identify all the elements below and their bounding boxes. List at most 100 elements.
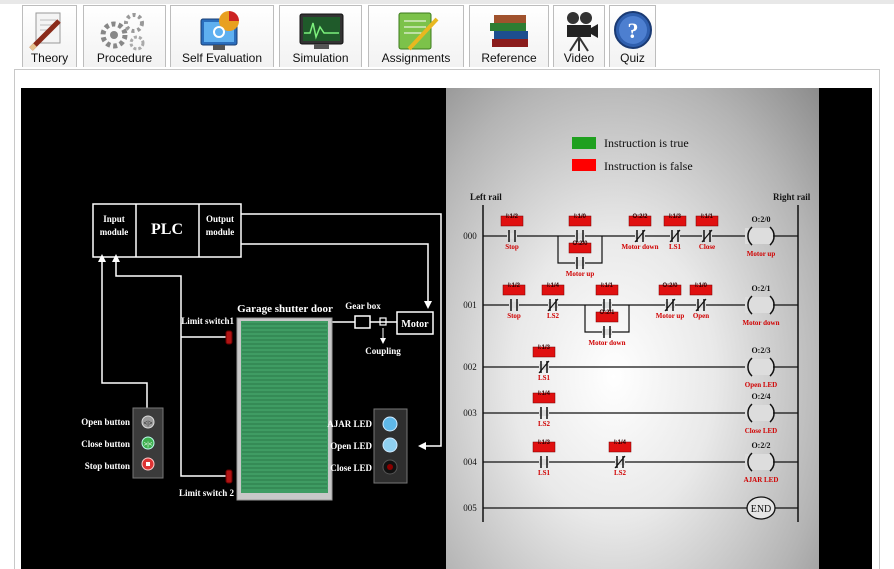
contact-gap bbox=[507, 233, 517, 239]
contact-tag-box bbox=[568, 242, 592, 254]
coil-left bbox=[747, 226, 753, 246]
coil-left bbox=[747, 295, 753, 315]
contact-label: LS2 bbox=[538, 420, 551, 428]
contact-tag: I:1/3 bbox=[538, 345, 551, 351]
contact-label: LS2 bbox=[547, 312, 560, 320]
contact-gap bbox=[539, 410, 549, 416]
gears-icon bbox=[100, 13, 145, 51]
ajar-led bbox=[382, 416, 398, 432]
contact-nc-slash bbox=[547, 298, 559, 312]
legend-true-swatch bbox=[572, 137, 596, 149]
contact-tag-box bbox=[595, 284, 619, 296]
tab-label: Reference bbox=[481, 51, 537, 65]
coil-gap bbox=[745, 228, 773, 244]
contact-tag: I:1/4 bbox=[538, 391, 551, 397]
tab-label: Video bbox=[563, 51, 595, 65]
contact-label: LS1 bbox=[669, 243, 682, 251]
contact-tag: I:1/4 bbox=[547, 283, 560, 289]
limit-switch1[interactable] bbox=[225, 330, 233, 345]
contact-tag: O:2/2 bbox=[632, 214, 648, 220]
tab-assignments[interactable]: Assignments bbox=[368, 5, 464, 67]
open-button-icon: <|> bbox=[144, 421, 153, 427]
notebook-pencil-icon bbox=[398, 12, 439, 51]
contact-tag-box bbox=[689, 284, 713, 296]
tab-procedure[interactable]: Procedure bbox=[83, 5, 166, 67]
stop-button-label: Stop button bbox=[85, 461, 130, 471]
contact-nc-slash bbox=[664, 298, 676, 312]
contact-label: LS1 bbox=[538, 374, 551, 382]
tab-reference[interactable]: Reference bbox=[469, 5, 549, 67]
limit-switch2[interactable] bbox=[225, 469, 233, 484]
question-icon: ? bbox=[614, 11, 652, 49]
coupling-label: Coupling bbox=[365, 346, 401, 356]
contact-nc-slash bbox=[701, 229, 713, 243]
contact-tag: I:1/0 bbox=[695, 283, 708, 289]
monitor-chart-icon bbox=[200, 11, 239, 50]
coil-right bbox=[769, 452, 775, 472]
contact-tag-box bbox=[595, 311, 619, 323]
contact-label: Motor up bbox=[656, 312, 685, 320]
open-led bbox=[382, 437, 398, 453]
tab-label: Quiz bbox=[620, 51, 645, 65]
contact-tag: O:2/0 bbox=[662, 283, 678, 289]
tab-quiz[interactable]: ? Quiz bbox=[609, 5, 656, 67]
close-button[interactable] bbox=[141, 436, 155, 450]
tab-label: Self Evaluation bbox=[181, 51, 263, 65]
top-divider bbox=[0, 0, 894, 4]
coil-label: Motor down bbox=[742, 319, 779, 327]
rung-number: 004 bbox=[463, 457, 477, 467]
books-icon bbox=[490, 15, 528, 47]
camera-icon bbox=[567, 12, 598, 52]
coil-label: AJAR LED bbox=[744, 476, 779, 484]
ajar-led-label: AJAR LED bbox=[327, 419, 372, 429]
coil-gap bbox=[745, 297, 773, 313]
contact-tag-box bbox=[608, 441, 632, 453]
contact-label: LS2 bbox=[614, 469, 627, 477]
coil-left bbox=[747, 357, 753, 377]
contact-tag: I:1/2 bbox=[508, 283, 521, 289]
contact-nc-slash bbox=[614, 455, 626, 469]
tab-label: Procedure bbox=[96, 51, 153, 65]
open-led-label: Open LED bbox=[330, 441, 372, 451]
contact-nc-slash bbox=[695, 298, 707, 312]
gear-box bbox=[354, 315, 371, 329]
tab-label: Simulation bbox=[292, 51, 349, 65]
contact-tag: I:1/4 bbox=[614, 440, 627, 446]
contact-tag-box bbox=[500, 215, 524, 227]
legend-true-label: Instruction is true bbox=[604, 136, 689, 150]
right-rail-label: Right rail bbox=[773, 192, 811, 202]
contact-gap bbox=[602, 302, 612, 308]
contact-tag-box bbox=[695, 215, 719, 227]
gearbox-label: Gear box bbox=[345, 301, 381, 311]
tab-self-evaluation[interactable]: Self Evaluation bbox=[170, 5, 274, 67]
coil-address: O:2/0 bbox=[751, 215, 770, 224]
open-button[interactable] bbox=[141, 415, 155, 429]
motor-label: Motor bbox=[401, 319, 429, 330]
rung-number: 000 bbox=[463, 231, 477, 241]
contact-tag: I:1/1 bbox=[701, 214, 714, 220]
contact-gap bbox=[575, 260, 585, 266]
contact-tag-box bbox=[532, 346, 556, 358]
rung-number: 003 bbox=[463, 408, 477, 418]
contact-label: Stop bbox=[505, 243, 519, 251]
contact-nc-slash bbox=[634, 229, 646, 243]
coil-left bbox=[747, 452, 753, 472]
open-button-label: Open button bbox=[81, 417, 130, 427]
motor-box bbox=[396, 311, 434, 335]
coil-right bbox=[769, 226, 775, 246]
contact-tag-box bbox=[568, 215, 592, 227]
limit-switch1-label: Limit switch1 bbox=[181, 316, 234, 326]
coil-address: O:2/1 bbox=[751, 284, 770, 293]
legend-false-swatch bbox=[572, 159, 596, 171]
tab-theory[interactable]: Theory bbox=[22, 5, 77, 67]
contact-tag-box bbox=[502, 284, 526, 296]
contact-label: LS1 bbox=[538, 469, 551, 477]
svg-text:?: ? bbox=[628, 18, 639, 43]
contact-tag: I:1/2 bbox=[506, 214, 519, 220]
rung-number: 005 bbox=[463, 503, 477, 513]
left-rail-label: Left rail bbox=[470, 192, 502, 202]
contact-gap bbox=[602, 329, 612, 335]
tab-simulation[interactable]: Simulation bbox=[279, 5, 362, 67]
contact-label: Open bbox=[693, 312, 709, 320]
tab-video[interactable]: Video bbox=[553, 5, 605, 67]
